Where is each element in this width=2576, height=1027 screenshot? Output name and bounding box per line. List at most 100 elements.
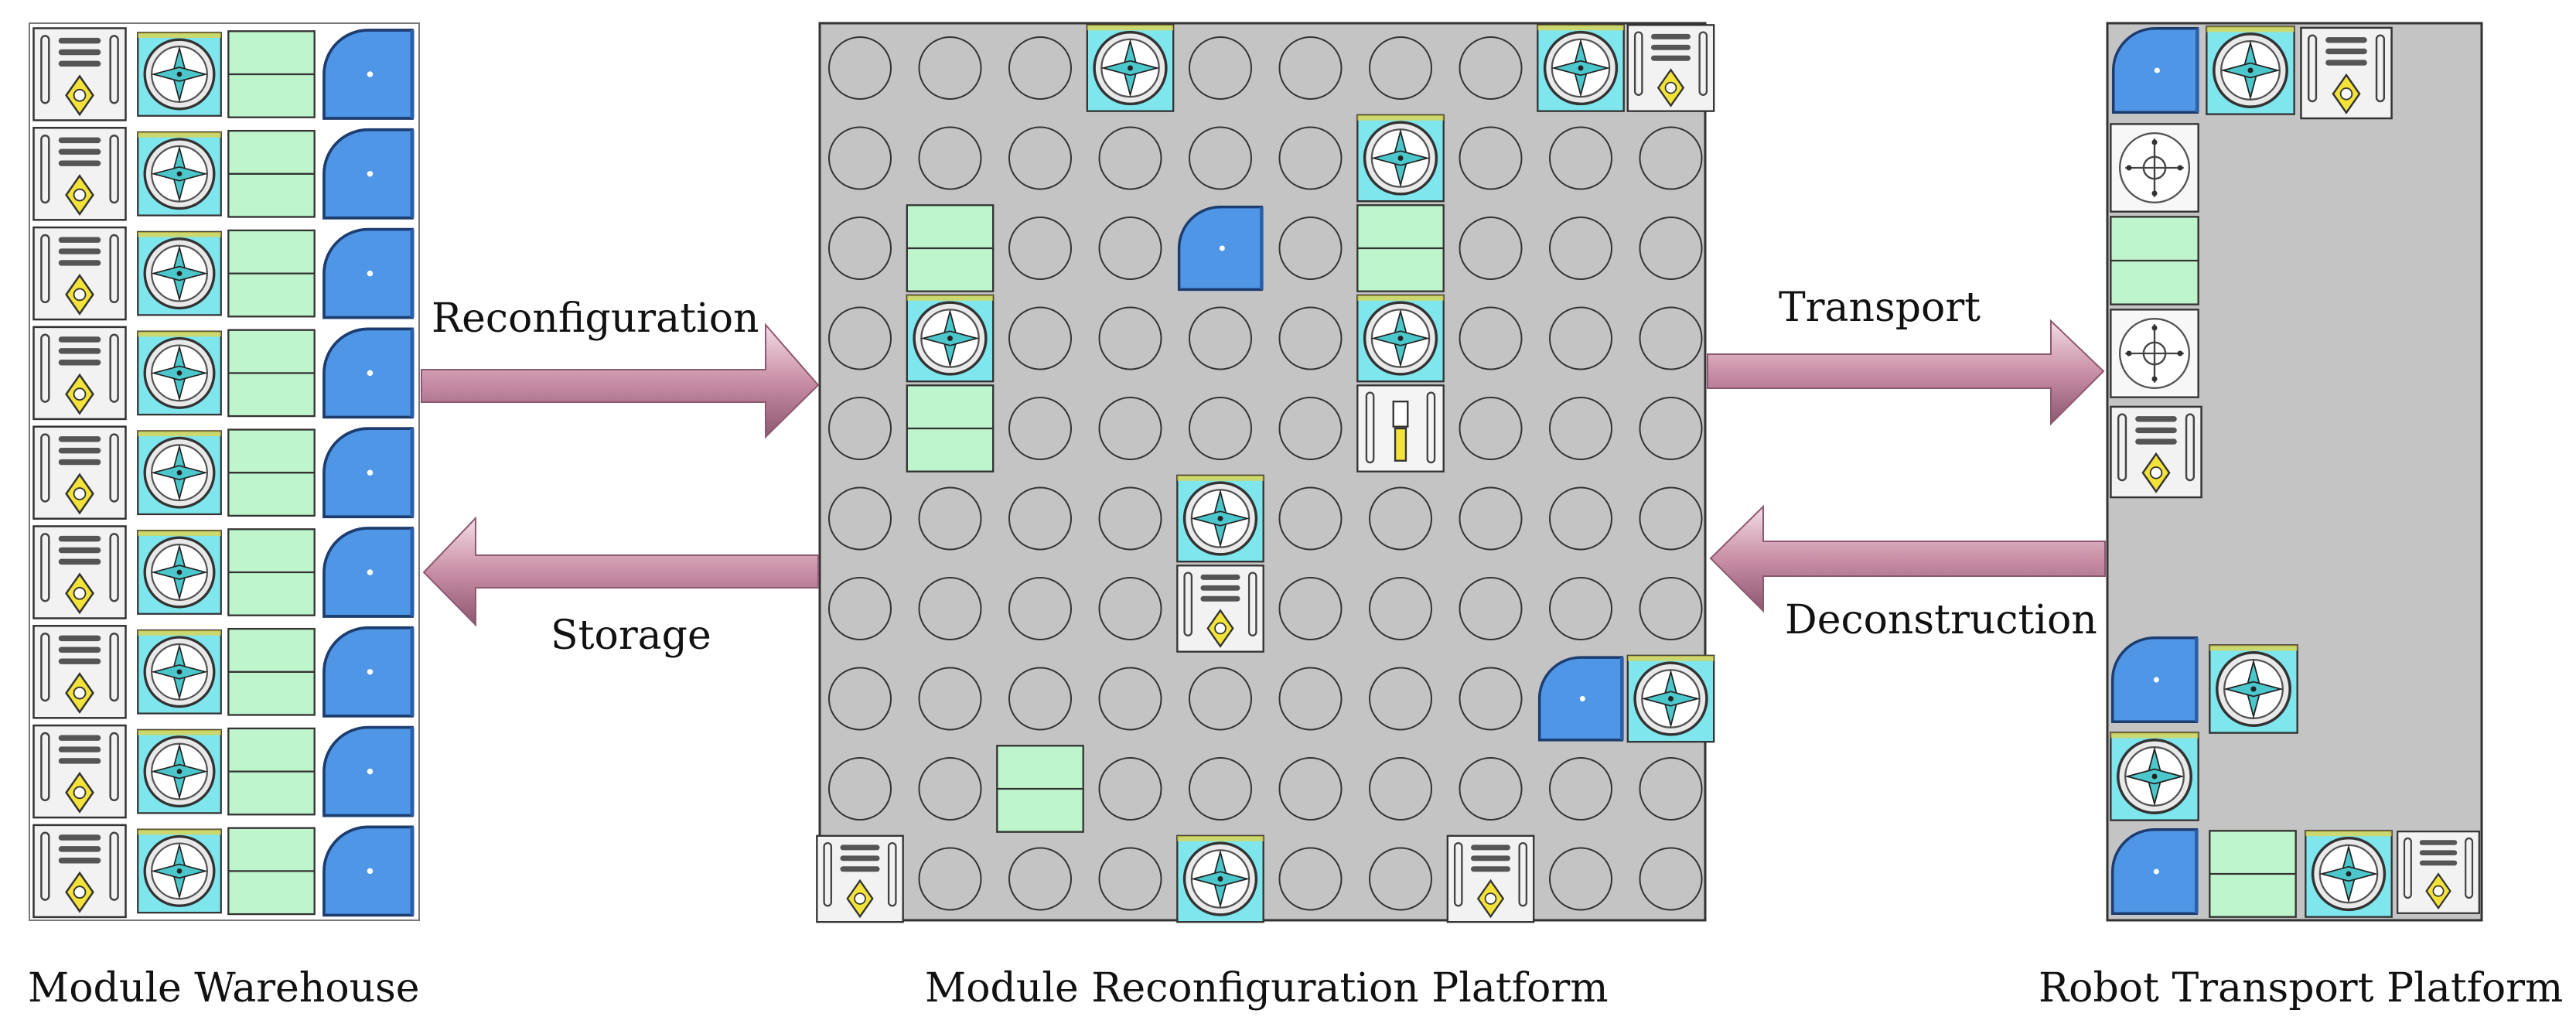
platform-hole xyxy=(1549,486,1612,551)
gripper-module-icon xyxy=(32,127,127,221)
platform-hole xyxy=(828,306,892,370)
platform-hole xyxy=(1459,306,1523,370)
platform-hole xyxy=(1369,36,1432,100)
platform-hole xyxy=(1639,847,1703,911)
joint-module-icon xyxy=(1175,474,1265,563)
link-module-icon xyxy=(227,727,316,816)
platform-hole xyxy=(1278,306,1343,370)
joint-module-icon xyxy=(136,429,223,516)
platform-hole xyxy=(1189,757,1252,821)
platform-hole xyxy=(1189,36,1252,100)
link-module-icon xyxy=(227,30,316,118)
platform-hole xyxy=(1549,757,1612,821)
gripper-module-icon xyxy=(32,525,127,619)
platform-hole xyxy=(1639,397,1703,460)
platform-hole xyxy=(918,486,982,551)
platform-hole xyxy=(828,667,892,731)
platform-hole xyxy=(1098,667,1162,731)
joint-module-icon xyxy=(136,31,223,118)
platform-hole xyxy=(1459,126,1523,190)
platform-hole xyxy=(1008,486,1072,551)
platform-hole xyxy=(1278,36,1343,100)
joint-module-icon xyxy=(1626,654,1715,743)
platform-hole xyxy=(1639,757,1703,821)
gripper-module-icon xyxy=(1446,834,1535,923)
wheel-module-icon xyxy=(324,30,412,118)
platform-hole xyxy=(918,667,982,731)
platform-hole xyxy=(1369,757,1432,821)
joint-module-icon xyxy=(136,629,223,715)
joint-module-icon xyxy=(1356,294,1445,383)
platform-hole xyxy=(1459,667,1523,731)
connector-module-icon xyxy=(2110,309,2199,398)
platform-hole xyxy=(1278,667,1343,731)
gripper-module-icon xyxy=(32,226,127,321)
platform-hole xyxy=(1008,36,1072,100)
gripper-module-icon xyxy=(816,834,904,923)
gripper-module-icon xyxy=(2300,26,2393,120)
platform-hole xyxy=(828,217,892,280)
platform-hole xyxy=(828,126,892,190)
reconfiguration-arrow xyxy=(421,322,820,439)
gripper-module-icon xyxy=(32,625,127,719)
platform-hole xyxy=(1549,847,1612,911)
wheel-module-icon xyxy=(324,428,412,517)
platform-hole xyxy=(1278,577,1343,640)
robot-transport-platform xyxy=(2106,22,2483,922)
platform-hole xyxy=(1008,847,1072,911)
link-module-icon xyxy=(1356,204,1445,292)
link-module-icon xyxy=(227,129,316,218)
platform-hole xyxy=(1278,757,1343,821)
deconstruction-label: Deconstruction xyxy=(1785,597,2097,643)
wheel-module-icon xyxy=(324,628,412,716)
gripper-module-icon xyxy=(32,425,127,520)
platform-hole xyxy=(1549,126,1612,190)
module-reconfiguration-platform-caption: Module Reconfiguration Platform xyxy=(925,965,1609,1012)
platform-hole xyxy=(1098,126,1162,190)
platform-hole xyxy=(1639,486,1703,551)
gripper-module-icon xyxy=(32,27,127,121)
platform-hole xyxy=(1549,306,1612,370)
platform-hole xyxy=(1098,757,1162,821)
platform-hole xyxy=(1098,577,1162,640)
link-module-icon xyxy=(2110,216,2199,305)
platform-hole xyxy=(1008,397,1072,460)
platform-hole xyxy=(1278,217,1343,280)
platform-hole xyxy=(1459,486,1523,551)
link-module-icon xyxy=(2209,830,2297,918)
platform-hole xyxy=(1008,126,1072,190)
wheel-module-icon xyxy=(324,728,412,816)
joint-module-icon xyxy=(1086,23,1175,113)
platform-hole xyxy=(1639,577,1703,640)
platform-hole xyxy=(1549,397,1612,460)
platform-hole xyxy=(828,757,892,821)
gripper-module-icon xyxy=(2110,405,2202,499)
link-module-icon xyxy=(227,229,316,318)
platform-hole xyxy=(1098,397,1162,460)
gripper-module-icon xyxy=(2396,830,2481,915)
platform-hole xyxy=(918,36,982,100)
platform-hole xyxy=(1549,577,1612,640)
gripper-module-icon xyxy=(1626,24,1715,112)
joint-module-icon xyxy=(2205,25,2296,116)
platform-hole xyxy=(1098,217,1162,280)
platform-hole xyxy=(1278,486,1343,551)
link-module-icon xyxy=(227,627,316,716)
platform-hole xyxy=(1369,486,1432,551)
platform-hole xyxy=(1189,667,1252,731)
platform-hole xyxy=(1189,306,1252,370)
platform-hole xyxy=(828,486,892,551)
platform-hole xyxy=(918,577,982,640)
platform-hole xyxy=(918,847,982,911)
platform-hole xyxy=(1278,397,1343,460)
joint-module-icon xyxy=(1356,114,1445,203)
joint-module-icon xyxy=(2109,731,2200,822)
gripper-module-icon xyxy=(32,824,127,919)
lock-plate-module-icon xyxy=(1356,384,1445,473)
storage-label: Storage xyxy=(551,612,711,659)
robot-transport-platform-caption: Robot Transport Platform xyxy=(2039,965,2564,1012)
link-module-icon xyxy=(227,827,316,916)
platform-hole xyxy=(1278,847,1343,911)
link-module-icon xyxy=(906,204,995,292)
